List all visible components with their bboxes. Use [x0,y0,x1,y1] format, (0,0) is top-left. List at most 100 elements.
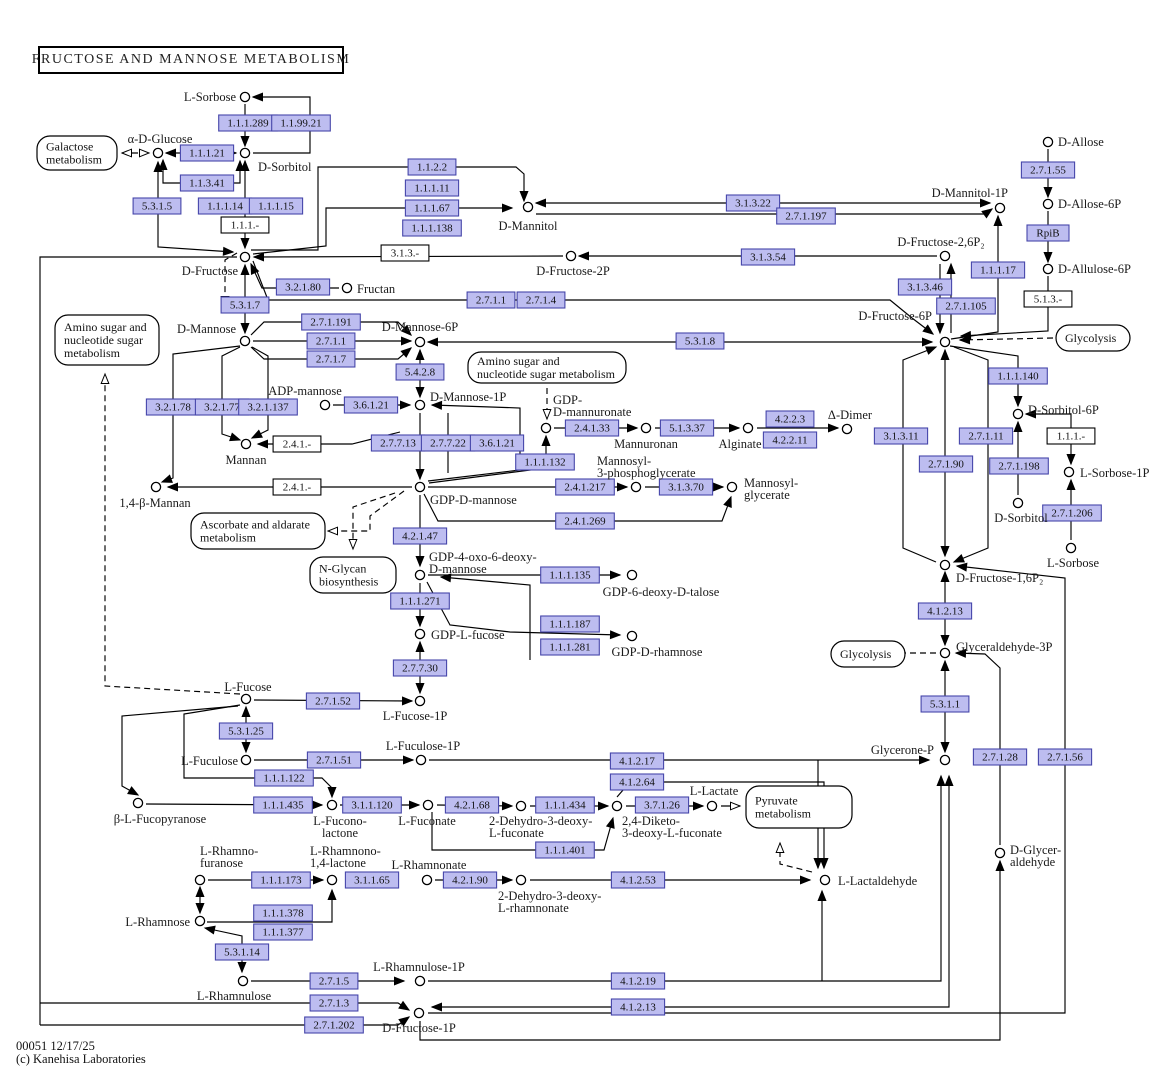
metabolite-node-2,4-Diketo- 3-deoxy-L-fuconate[interactable] [611,800,623,812]
enzyme-box-2.7.1.55[interactable] [1020,161,1076,179]
metabolite-node-Fructan[interactable] [341,282,353,294]
enzyme-box-3.1.3.11[interactable] [873,427,929,445]
metabolite-node-Mannuronan[interactable] [640,422,652,434]
pathway-link-pyruvate-metabolism[interactable] [745,785,853,829]
enzyme-box-4.1.2.19[interactable] [610,972,666,990]
enzyme-box-2.7.1.5[interactable] [309,972,359,990]
metabolite-node-D-Fructose-1,6P₂[interactable] [939,559,951,571]
enzyme-box-2.4.1.269[interactable] [555,512,615,530]
enzyme-box-5.4.2.8[interactable] [395,363,445,381]
metabolite-node-α-D-Glucose[interactable] [152,147,164,159]
enzyme-box-5.3.1.7[interactable] [220,296,270,314]
metabolite-node-β-L-Fucopyranose[interactable] [132,797,144,809]
metabolite-node-L-Sorbose[interactable] [1065,542,1077,554]
metabolite-node-D-Mannitol-1P[interactable] [994,202,1006,214]
metabolite-node-L-Rhamnono- 1,4-lactone[interactable] [326,874,338,886]
enzyme-box-1.1.1.132[interactable] [515,453,575,471]
enzyme-box-1.1.1.435[interactable] [253,796,313,814]
enzyme-box-1.1.1.173[interactable] [251,871,311,889]
enzyme-box-2.7.1.28[interactable] [972,748,1028,766]
pathway-link-glycolysis-top[interactable] [1055,324,1131,352]
enzyme-box-1.1.1.271[interactable] [390,592,450,610]
enzyme-box-1.1.1.401[interactable] [535,841,595,859]
enzyme-box-2.7.1.1[interactable] [306,332,356,350]
enzyme-box-1.1.1.377[interactable] [253,923,313,941]
enzyme-box-2.7.1.56[interactable] [1037,748,1093,766]
enzyme-box-1.1.1.17[interactable] [970,261,1026,279]
enzyme-box-2.7.1.206[interactable] [1042,504,1102,522]
enzyme-box-5.3.1.1[interactable] [920,695,970,713]
enzyme-box-2.7.1.3[interactable] [309,994,359,1012]
metabolite-node-D-Mannose[interactable] [239,335,251,347]
enzyme-box-1.1.2.2[interactable] [407,158,457,176]
metabolite-node-GDP- D-mannuronate[interactable] [540,422,552,434]
enzyme-box-2.7.1.1[interactable] [466,291,516,309]
enzyme-box-1.1.3.41[interactable] [179,174,235,192]
enzyme-box-4.1.2.64[interactable] [609,773,665,791]
enzyme-box-2.7.1.198[interactable] [989,457,1049,475]
metabolite-node-GDP-4-oxo-6-deoxy- D-mannose[interactable] [414,569,426,581]
metabolite-node-D-Fructose[interactable] [239,251,251,263]
enzyme-box-5.3.1.14[interactable] [214,943,270,961]
metabolite-node-D-Fructose-6P[interactable] [939,336,951,348]
metabolite-node-D-Allose[interactable] [1042,136,1054,148]
enzyme-box-2.4.1.217[interactable] [555,478,615,496]
metabolite-node-D-Mannitol[interactable] [522,201,534,213]
enzyme-box-1.1.1.140[interactable] [988,367,1048,385]
enzyme-box-2.7.1.90[interactable] [918,455,974,473]
metabolite-node-L-Fucono- lactone[interactable] [326,799,338,811]
metabolite-node-L-Fucose[interactable] [240,693,252,705]
enzyme-box-3.6.1.21[interactable] [469,434,525,452]
metabolite-node-D-Allose-6P[interactable] [1042,198,1054,210]
metabolite-node-GDP-6-deoxy-D-talose[interactable] [626,569,638,581]
metabolite-node-Mannan[interactable] [240,438,252,450]
pathway-link-n-glycan[interactable] [309,556,397,594]
metabolite-node-D-Sorbitol-6P[interactable] [1012,408,1024,420]
enzyme-box-2.7.1.202[interactable] [304,1016,364,1034]
metabolite-node-L-Fuconate[interactable] [422,799,434,811]
enzyme-box-3.2.1.80[interactable] [275,278,331,296]
enzyme-box-1.1.1.11[interactable] [404,179,460,197]
enzyme-box-4.1.2.53[interactable] [610,871,666,889]
enzyme-box-2.4.1.33[interactable] [564,419,620,437]
enzyme-box-1.1.1.-[interactable] [1046,427,1096,445]
enzyme-box-1.1.1.138[interactable] [402,219,462,237]
enzyme-box-3.6.1.21[interactable] [343,396,399,414]
enzyme-box-4.2.2.11[interactable] [762,431,818,449]
enzyme-box-1.1.1.-[interactable] [220,216,270,234]
enzyme-box-1.1.1.281[interactable] [540,638,600,656]
enzyme-box-1.1.1.434[interactable] [535,796,595,814]
metabolite-node-D-Fructose-1P[interactable] [413,1007,425,1019]
enzyme-box-5.1.3.37[interactable] [659,419,715,437]
metabolite-node-L-Sorbose-1P[interactable] [1063,466,1075,478]
metabolite-node-L-Lactate[interactable] [706,800,718,812]
enzyme-box-3.1.3.70[interactable] [658,478,714,496]
enzyme-box-1.1.1.122[interactable] [254,769,314,787]
metabolite-node-L-Rhamno- furanose[interactable] [194,874,206,886]
metabolite-node-L-Rhamnose[interactable] [194,915,206,927]
metabolite-node-D-Sorbitol[interactable] [239,147,251,159]
enzyme-box-3.1.3.-[interactable] [380,244,430,262]
enzyme-box-4.2.2.3[interactable] [765,410,815,428]
enzyme-box-4.1.2.13[interactable] [610,998,666,1016]
metabolite-node-GDP-D-rhamnose[interactable] [626,630,638,642]
enzyme-box-1.1.1.378[interactable] [253,904,313,922]
pathway-link-amino-sugar-left[interactable] [54,314,160,366]
pathway-link-glycolysis-mid[interactable] [830,640,906,668]
metabolite-node-2-Dehydro-3-deoxy- L-rhamnonate[interactable] [515,874,527,886]
enzyme-box-1.1.1.135[interactable] [540,566,600,584]
metabolite-node-L-Fuculose[interactable] [240,754,252,766]
metabolite-node-D-Mannose-1P[interactable] [414,399,426,411]
enzyme-box-2.7.1.11[interactable] [958,427,1014,445]
enzyme-box-2.4.1.-[interactable] [272,435,322,453]
enzyme-box-1.1.99.21[interactable] [271,114,331,132]
metabolite-node-D-Sorbitol[interactable] [1012,497,1024,509]
enzyme-box-1.1.1.187[interactable] [540,615,600,633]
enzyme-box-2.7.1.51[interactable] [306,751,362,769]
enzyme-box-5.3.1.5[interactable] [132,197,182,215]
metabolite-node-1,4-β-Mannan[interactable] [150,481,162,493]
pathway-link-galactose-metabolism[interactable] [36,135,118,171]
metabolite-node-D-Fructose-2,6P₂[interactable] [939,250,951,262]
enzyme-box-3.1.1.120[interactable] [342,796,402,814]
enzyme-box-4.2.1.47[interactable] [392,527,448,545]
